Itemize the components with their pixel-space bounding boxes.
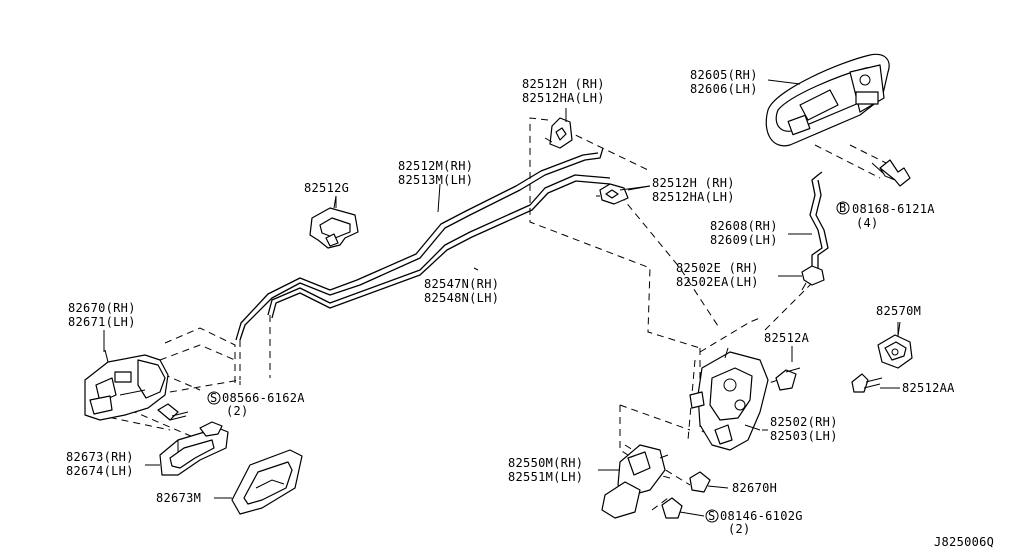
svg-text:(4): (4) [856, 216, 879, 230]
label-82570M: 82570M [876, 304, 921, 318]
label-82608: 82608(RH) 82609(LH) [710, 219, 778, 247]
svg-text:82606(LH): 82606(LH) [690, 82, 758, 96]
label-08146: 08146-6102G (2) [720, 509, 803, 536]
svg-text:S: S [210, 391, 218, 405]
svg-text:82673(RH): 82673(RH) [66, 450, 134, 464]
label-82502: 82502(RH) 82503(LH) [770, 415, 838, 443]
bezel-82673M [231, 449, 303, 515]
screw-08566 [157, 403, 189, 421]
svg-text:82670H: 82670H [732, 481, 777, 495]
rod-82608 [809, 171, 829, 270]
svg-text:82512G: 82512G [304, 181, 349, 195]
rod-82512M [235, 147, 604, 341]
svg-text:08146-6102G: 08146-6102G [720, 509, 803, 523]
actuator-82550M [601, 444, 669, 519]
bolt-82670H [689, 471, 729, 493]
svg-text:(2): (2) [728, 522, 751, 536]
label-82512G: 82512G [304, 181, 349, 195]
svg-text:82513M(LH): 82513M(LH) [398, 173, 473, 187]
svg-text:82547N(RH): 82547N(RH) [424, 277, 499, 291]
svg-text:82608(RH): 82608(RH) [710, 219, 778, 233]
diagram-id: J825006Q [934, 535, 994, 549]
svg-text:82502EA(LH): 82502EA(LH) [676, 275, 759, 289]
svg-text:82670(RH): 82670(RH) [68, 301, 136, 315]
svg-text:82550M(RH): 82550M(RH) [508, 456, 583, 470]
escutcheon-82673 [159, 421, 229, 476]
rod-82547N [267, 174, 611, 319]
label-82670H: 82670H [732, 481, 777, 495]
leader-lines [103, 79, 900, 499]
svg-text:82671(LH): 82671(LH) [68, 315, 136, 329]
svg-text:82570M: 82570M [876, 304, 921, 318]
bolt-08168 [871, 159, 911, 187]
s-marker-08146: S [705, 509, 719, 523]
part-82570M [877, 321, 913, 369]
label-82547N: 82547N(RH) 82548N(LH) [424, 277, 499, 305]
label-82512H-mid: 82512H (RH) 82512HA(LH) [652, 176, 735, 204]
svg-text:82605(RH): 82605(RH) [690, 68, 758, 82]
svg-text:82551M(LH): 82551M(LH) [508, 470, 583, 484]
svg-text:08168-6121A: 08168-6121A [852, 202, 935, 216]
label-82512H-top: 82512H (RH) 82512HA(LH) [522, 77, 605, 105]
outside-handle-82605 [765, 53, 890, 147]
label-82670: 82670(RH) 82671(LH) [68, 301, 136, 329]
clip-82512H-top [544, 110, 573, 149]
svg-text:(2): (2) [226, 404, 249, 418]
label-82502E: 82502E (RH) 82502EA(LH) [676, 261, 759, 289]
screw-82512AA [851, 373, 883, 393]
b-marker: B [836, 201, 850, 215]
bushing-82512A [775, 367, 801, 391]
svg-text:82512AA: 82512AA [902, 381, 955, 395]
label-82512A: 82512A [764, 331, 810, 345]
label-82673: 82673(RH) 82674(LH) [66, 450, 134, 478]
svg-text:82548N(LH): 82548N(LH) [424, 291, 499, 305]
svg-text:82512HA(LH): 82512HA(LH) [652, 190, 735, 204]
latch-82502 [689, 347, 769, 451]
svg-text:82512A: 82512A [764, 331, 810, 345]
svg-text:B: B [839, 201, 847, 215]
label-82673M: 82673M [156, 491, 201, 505]
svg-text:82502E (RH): 82502E (RH) [676, 261, 759, 275]
inside-handle-82670 [84, 349, 169, 421]
svg-text:J825006Q: J825006Q [934, 535, 994, 549]
label-82550M: 82550M(RH) 82551M(LH) [508, 456, 583, 484]
label-08168: 08168-6121A (4) [852, 202, 935, 230]
svg-text:82503(LH): 82503(LH) [770, 429, 838, 443]
s-marker-08566: S [207, 391, 221, 405]
svg-text:08566-6162A: 08566-6162A [222, 391, 305, 405]
svg-text:82512HA(LH): 82512HA(LH) [522, 91, 605, 105]
label-82605: 82605(RH) 82606(LH) [690, 68, 758, 96]
connector-82502E [801, 265, 825, 291]
svg-text:82512H (RH): 82512H (RH) [522, 77, 605, 91]
svg-text:82512H (RH): 82512H (RH) [652, 176, 735, 190]
label-82512AA: 82512AA [902, 381, 955, 395]
label-08566: 08566-6162A (2) [222, 391, 305, 418]
svg-text:82502(RH): 82502(RH) [770, 415, 838, 429]
svg-text:82609(LH): 82609(LH) [710, 233, 778, 247]
svg-text:82673M: 82673M [156, 491, 201, 505]
bolt-08146 [661, 497, 705, 519]
svg-text:S: S [708, 509, 716, 523]
label-82512M: 82512M(RH) 82513M(LH) [398, 159, 473, 187]
clip-82512G [309, 195, 359, 249]
svg-text:82674(LH): 82674(LH) [66, 464, 134, 478]
svg-text:82512M(RH): 82512M(RH) [398, 159, 473, 173]
